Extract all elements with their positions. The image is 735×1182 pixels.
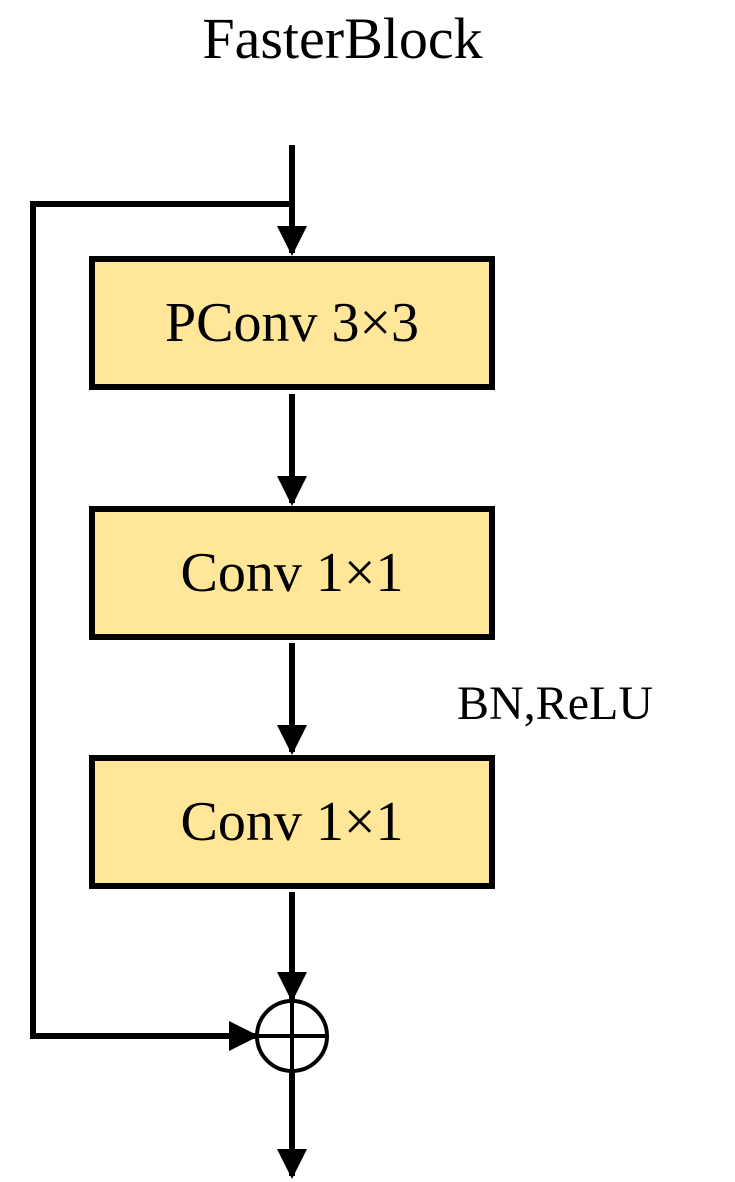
diagram-title: FasterBlock [202,6,483,71]
block-pconv: PConv 3×3 [89,256,495,390]
add-circle-icon [255,999,329,1073]
block-conv-1: Conv 1×1 [89,506,495,640]
block-pconv-label: PConv 3×3 [164,292,420,354]
block-conv-2: Conv 1×1 [89,755,495,889]
skip-connection-line [30,201,292,1051]
block-conv-1-label: Conv 1×1 [180,542,404,604]
bn-relu-annotation: BN,ReLU [457,677,653,730]
block-conv-2-label: Conv 1×1 [180,791,404,853]
